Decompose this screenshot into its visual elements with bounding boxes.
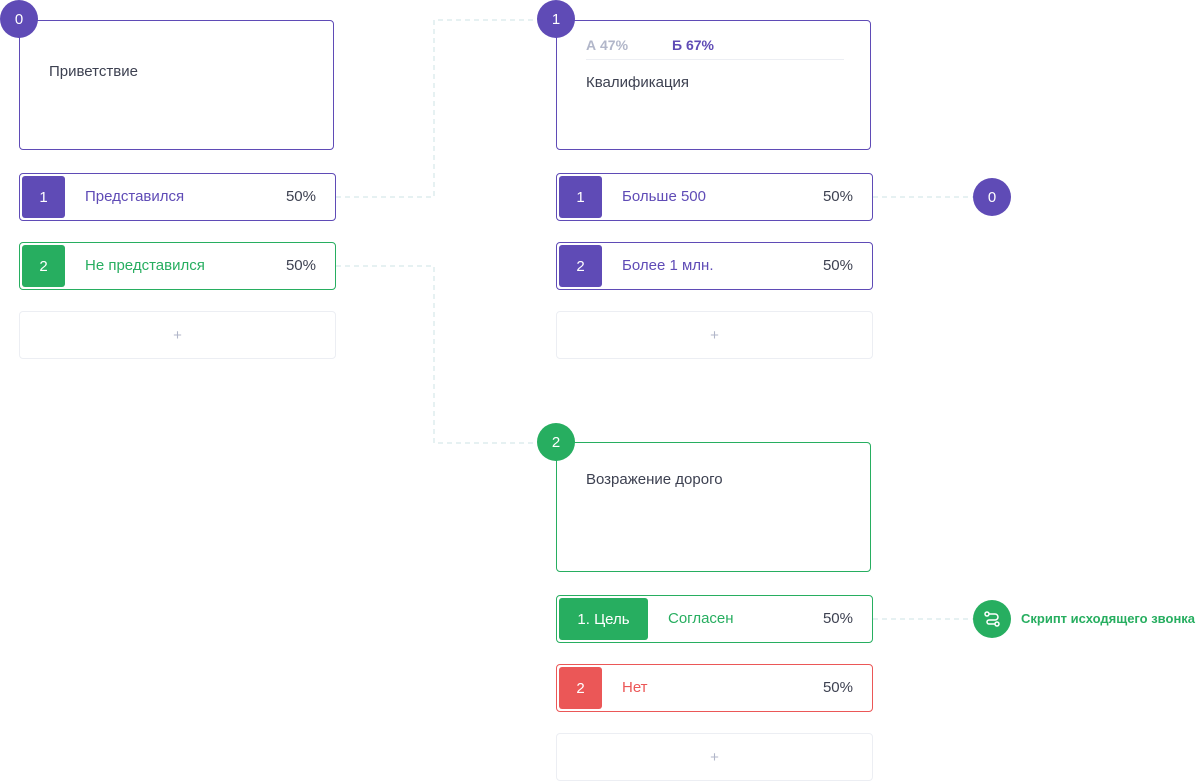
add-answer-button[interactable]: + [556, 733, 873, 781]
node-title: Приветствие [49, 63, 138, 80]
add-answer-button[interactable]: + [556, 311, 873, 359]
answer-number: 2 [559, 667, 602, 709]
answer-row[interactable]: 2 Нет 50% [556, 664, 873, 712]
answer-percent: 50% [285, 257, 316, 274]
answer-number: 1 [22, 176, 65, 218]
answer-percent: 50% [822, 679, 853, 696]
ab-test-row: А 47% Б 67% [586, 37, 844, 60]
add-answer-button[interactable]: + [19, 311, 336, 359]
node-number-badge: 2 [537, 423, 575, 461]
answer-number: 2 [22, 245, 65, 287]
connector-0-2-to-node-2 [336, 265, 537, 444]
node-0-card[interactable]: Приветствие [19, 20, 334, 150]
answer-label: Представился [85, 188, 185, 205]
answer-label: Нет [622, 679, 648, 696]
answer-percent: 50% [285, 188, 316, 205]
answer-row[interactable]: 2 Не представился 50% [19, 242, 336, 290]
answer-percent: 50% [822, 188, 853, 205]
answer-row[interactable]: 1 Представился 50% [19, 173, 336, 221]
answer-percent: 50% [822, 257, 853, 274]
answer-number: 1 [559, 176, 602, 218]
script-link-label[interactable]: Скрипт исходящего звонка [1021, 611, 1196, 626]
answer-number-goal: 1. Цель [559, 598, 648, 640]
script-flow-icon-glyph [984, 611, 1000, 627]
answer-label: Больше 500 [622, 188, 706, 205]
script-flow-icon[interactable] [973, 600, 1011, 638]
ab-variant-b[interactable]: Б 67% [672, 37, 714, 53]
node-number-badge: 1 [537, 0, 575, 38]
answer-label: Согласен [668, 610, 734, 627]
connector-0-1-to-node-1 [336, 19, 537, 198]
node-number-badge: 0 [0, 0, 38, 38]
ab-variant-a[interactable]: А 47% [586, 37, 629, 53]
node-2-card[interactable]: Возражение дорого [556, 442, 871, 572]
answer-label: Более 1 млн. [622, 257, 714, 274]
answer-row[interactable]: 2 Более 1 млн. 50% [556, 242, 873, 290]
node-title: Квалификация [586, 74, 690, 91]
link-target-node-badge[interactable]: 0 [973, 178, 1011, 216]
answer-percent: 50% [822, 610, 853, 627]
answer-row-goal[interactable]: 1. Цель Согласен 50% [556, 595, 873, 643]
node-1-card[interactable]: А 47% Б 67% Квалификация [556, 20, 871, 150]
answer-row[interactable]: 1 Больше 500 50% [556, 173, 873, 221]
node-title: Возражение дорого [586, 471, 723, 488]
answer-number: 2 [559, 245, 602, 287]
answer-label: Не представился [85, 257, 205, 274]
